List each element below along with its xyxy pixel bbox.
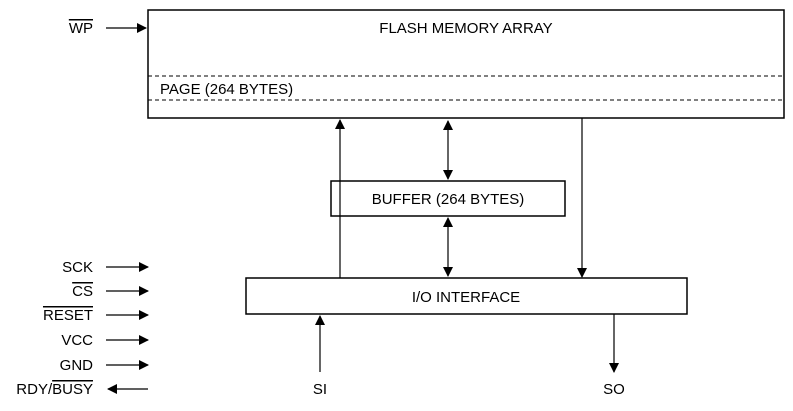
io-interface-block: I/O INTERFACE xyxy=(245,277,688,315)
rdy-busy-pin-label: RDY/BUSY xyxy=(16,381,93,398)
si-pin-label: SI xyxy=(313,381,327,398)
io-interface-label: I/O INTERFACE xyxy=(412,289,520,306)
page-region: PAGE (264 BYTES) xyxy=(148,75,784,101)
flash-memory-array-block: FLASH MEMORY ARRAY xyxy=(147,9,785,119)
buffer-label: BUFFER (264 BYTES) xyxy=(372,191,525,208)
busy-label: BUSY xyxy=(52,381,93,398)
wp-pin-label: WP xyxy=(69,20,93,37)
buffer-block: BUFFER (264 BYTES) xyxy=(330,180,566,217)
rdy-label: RDY/ xyxy=(16,381,53,398)
gnd-pin-label: GND xyxy=(60,357,94,374)
page-label: PAGE (264 BYTES) xyxy=(160,81,293,98)
sck-pin-label: SCK xyxy=(62,259,93,276)
vcc-pin-label: VCC xyxy=(61,332,93,349)
reset-pin-label: RESET xyxy=(43,307,93,324)
flash-memory-array-label: FLASH MEMORY ARRAY xyxy=(379,20,552,37)
so-pin-label: SO xyxy=(603,381,625,398)
cs-pin-label: CS xyxy=(72,283,93,300)
